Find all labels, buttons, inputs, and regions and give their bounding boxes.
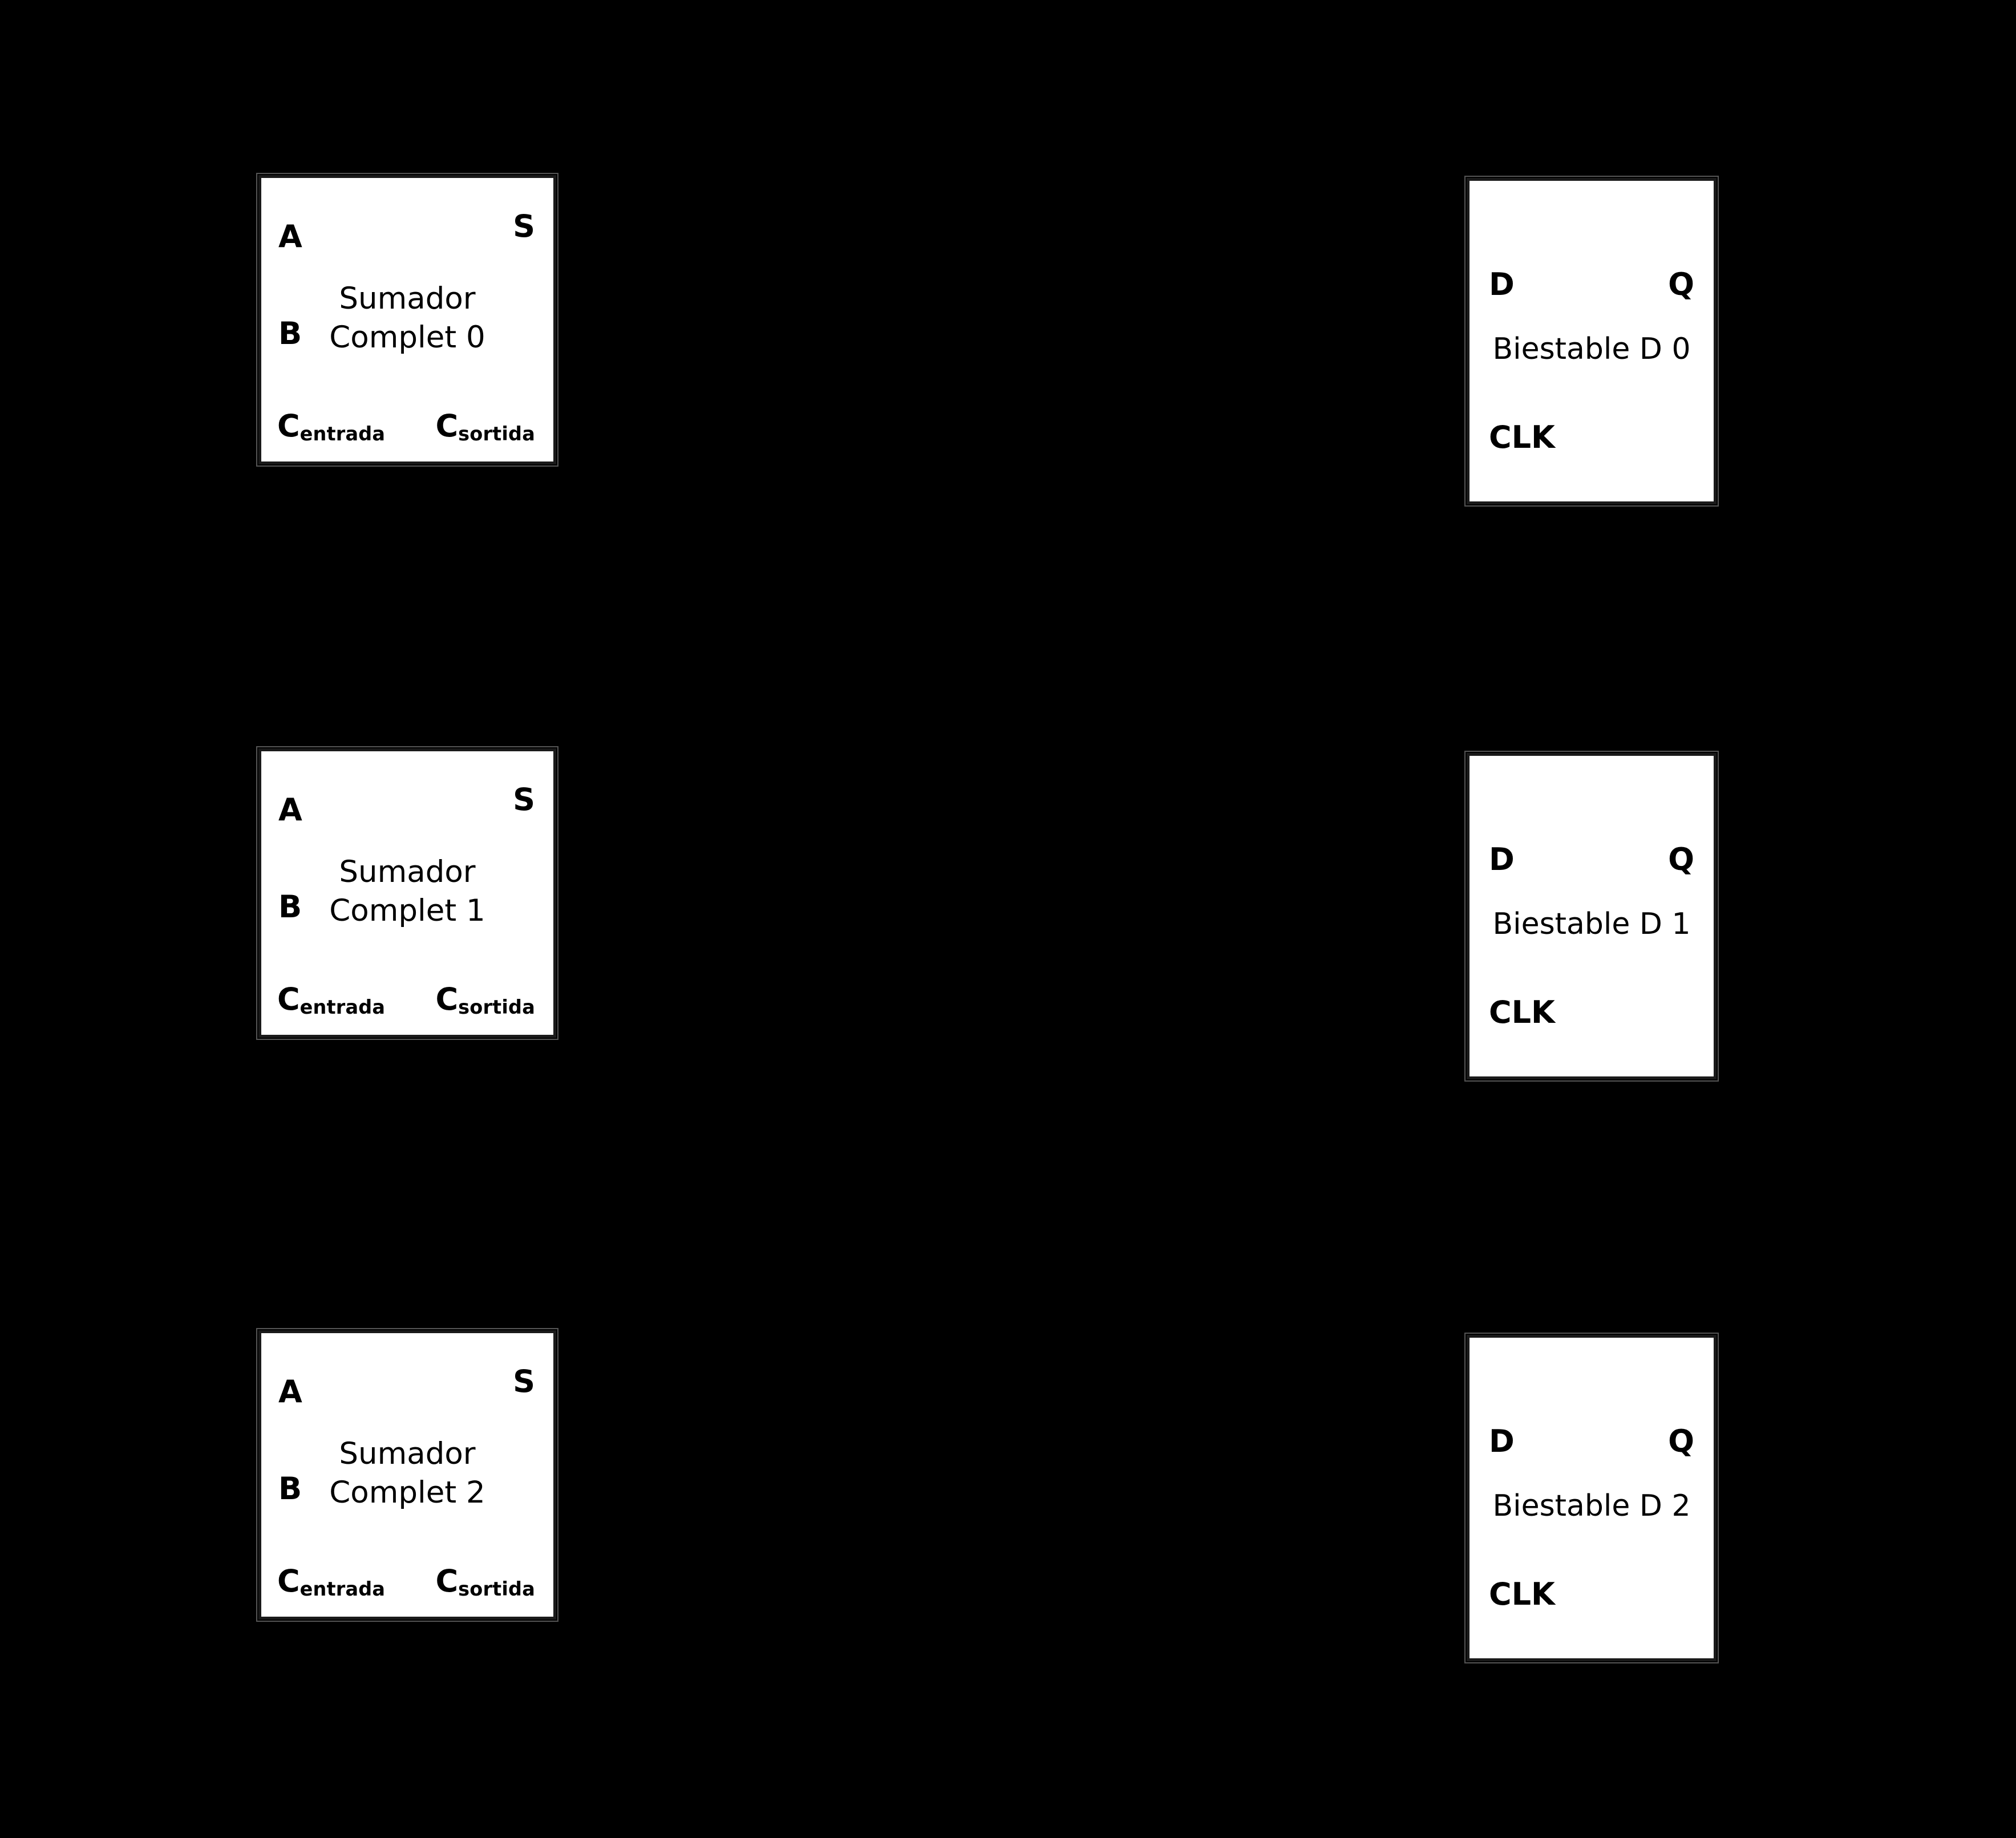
port-label-clk: CLK [1489,1576,1555,1612]
block-inner: D Q CLK Biestable D 1 [1470,756,1714,1076]
port-label-carry-in: Centrada [277,408,386,446]
port-label-s: S [513,1363,535,1399]
port-label-clk: CLK [1489,419,1555,455]
port-label-q: Q [1668,266,1694,302]
carry-out-subscript: sortida [458,996,535,1019]
biestable-d-block-2[interactable]: D Q CLK Biestable D 2 [1464,1333,1719,1663]
port-label-d: D [1489,266,1515,302]
block-title: Biestable D 2 [1492,1489,1691,1523]
port-label-carry-in: Centrada [277,981,386,1019]
carry-out-symbol: C [435,408,459,444]
carry-out-subscript: sortida [458,1578,535,1601]
block-title: Biestable D 1 [1492,907,1691,941]
carry-in-subscript: entrada [299,996,386,1019]
block-inner: A S B Centrada Csortida Sumador Complet … [261,1333,553,1617]
port-label-a: A [278,1374,302,1410]
sumador-complet-block-1[interactable]: A S B Centrada Csortida Sumador Complet … [256,746,558,1040]
port-label-carry-in: Centrada [277,1563,386,1601]
sumador-complet-block-2[interactable]: A S B Centrada Csortida Sumador Complet … [256,1328,558,1622]
carry-in-symbol: C [277,1563,300,1599]
carry-out-subscript: sortida [458,423,535,446]
port-label-a: A [278,792,302,828]
port-label-carry-out: Csortida [435,981,535,1019]
port-label-b: B [278,889,302,925]
block-title: Biestable D 0 [1492,332,1691,366]
port-label-q: Q [1668,1423,1694,1459]
block-inner: A S B Centrada Csortida Sumador Complet … [261,751,553,1035]
port-label-s: S [513,208,535,244]
carry-out-symbol: C [435,981,459,1017]
carry-in-subscript: entrada [299,423,386,446]
biestable-d-block-0[interactable]: D Q CLK Biestable D 0 [1464,176,1719,507]
port-label-s: S [513,782,535,817]
port-label-d: D [1489,1423,1515,1459]
port-label-carry-out: Csortida [435,1563,535,1601]
block-inner: A S B Centrada Csortida Sumador Complet … [261,178,553,461]
biestable-d-block-1[interactable]: D Q CLK Biestable D 1 [1464,751,1719,1082]
block-title: Sumador Complet 1 [329,855,485,928]
carry-out-symbol: C [435,1563,459,1599]
port-label-q: Q [1668,841,1694,877]
port-label-b: B [278,315,302,351]
block-title: Sumador Complet 0 [329,281,485,355]
sumador-complet-block-0[interactable]: A S B Centrada Csortida Sumador Complet … [256,173,558,467]
port-label-d: D [1489,841,1515,877]
port-label-carry-out: Csortida [435,408,535,446]
port-label-clk: CLK [1489,994,1555,1030]
carry-in-symbol: C [277,408,300,444]
carry-in-subscript: entrada [299,1578,386,1601]
block-inner: D Q CLK Biestable D 2 [1470,1338,1714,1658]
port-label-b: B [278,1471,302,1507]
block-title: Sumador Complet 2 [329,1436,485,1510]
block-inner: D Q CLK Biestable D 0 [1470,181,1714,501]
carry-in-symbol: C [277,981,300,1017]
port-label-a: A [278,218,302,254]
